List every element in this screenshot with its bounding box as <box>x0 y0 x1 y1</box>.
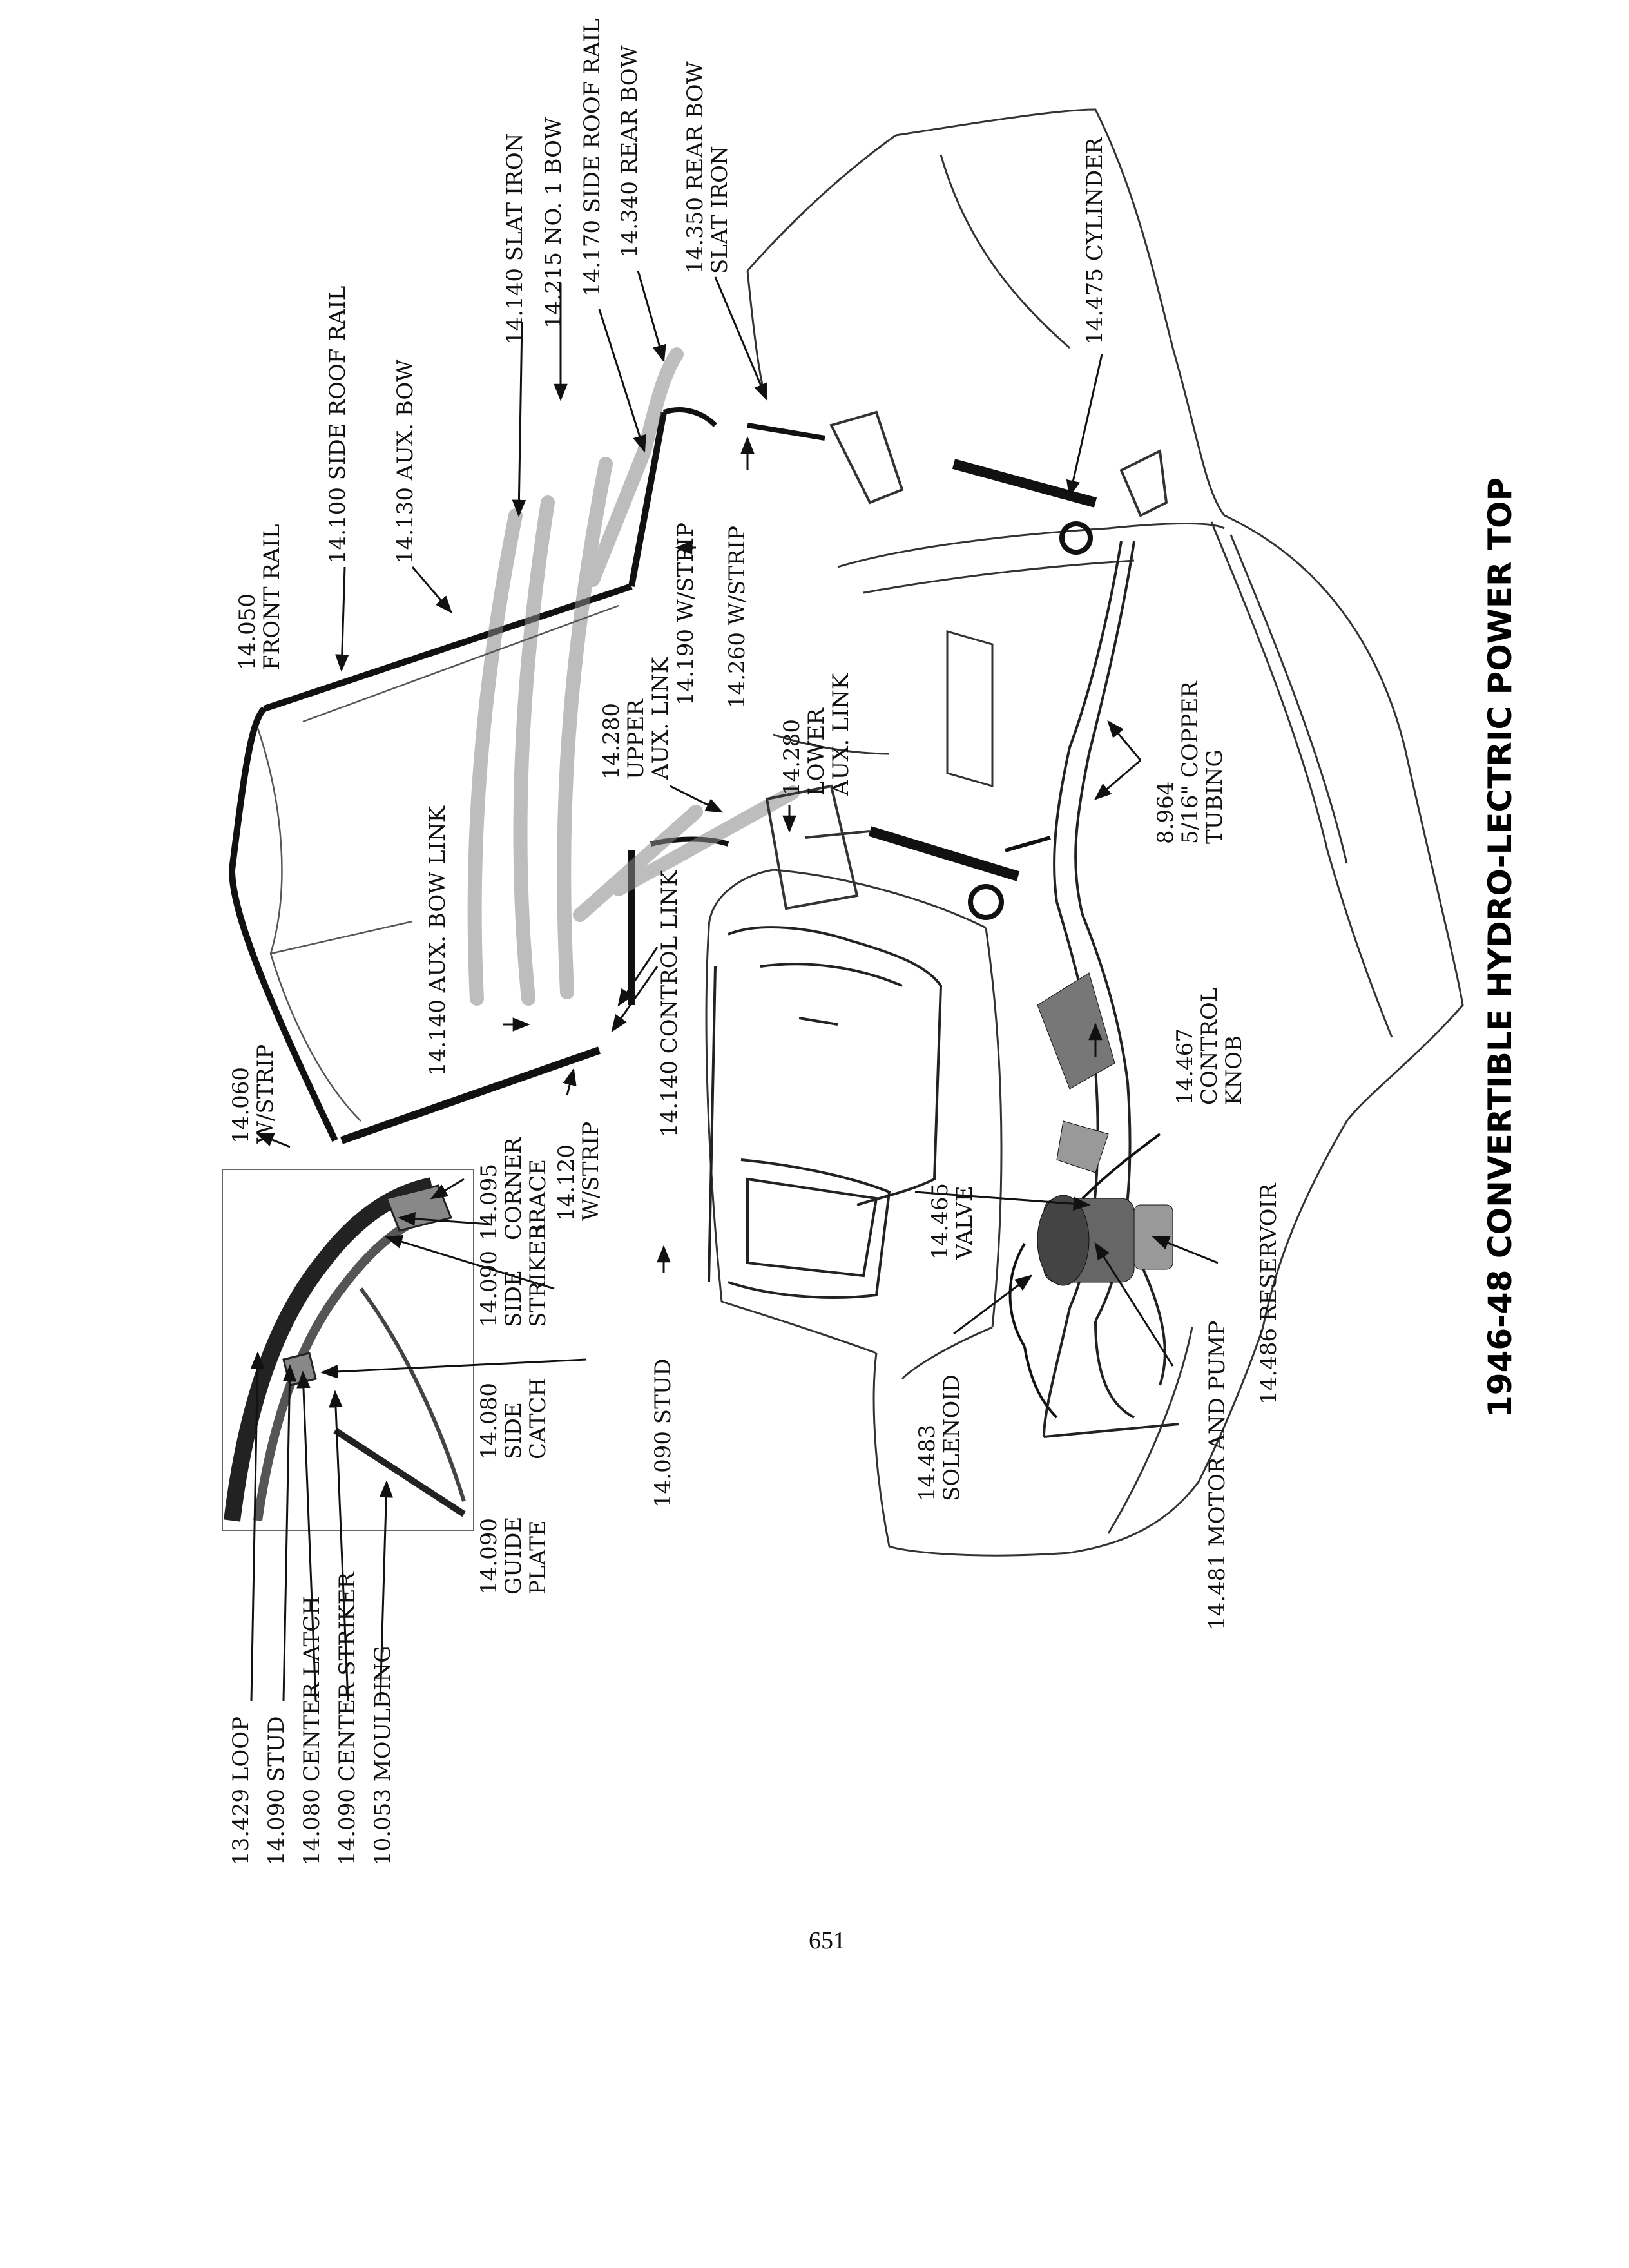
inset-detail <box>222 1169 474 1531</box>
label-stud-inset: 14.090 STUD <box>264 1716 289 1865</box>
label-upper-aux-link: 14.280 UPPER AUX. LINK <box>599 657 673 780</box>
page-number: 651 <box>809 1927 845 1954</box>
label-lower-aux-link: 14.280 LOWER AUX. LINK <box>779 673 854 796</box>
label-wstrip-060: 14.060 W/STRIP <box>228 1044 278 1144</box>
top-frame <box>228 407 825 1144</box>
label-valve: 14.465 VALVE <box>927 1183 978 1260</box>
hinge-brackets <box>765 410 1168 910</box>
label-side-striker: 14.090 SIDE STRIKER <box>476 1224 551 1327</box>
label-wstrip-260: 14.260 W/STRIP <box>724 525 750 709</box>
label-wstrip-190: 14.190 W/STRIP <box>673 522 699 706</box>
label-moulding: 10.053 MOULDING <box>370 1645 396 1865</box>
label-rear-bow: 14.340 REAR BOW <box>617 45 642 258</box>
leader-lines <box>250 270 1219 1702</box>
label-copper-tubing: 8.964 5/16" COPPER TUBING <box>1153 681 1228 844</box>
label-side-catch: 14.080 SIDE CATCH <box>476 1377 551 1459</box>
label-front-rail: 14.050 FRONT RAIL <box>235 524 285 670</box>
label-slat-iron: 14.140 SLAT IRON <box>502 133 528 345</box>
label-center-latch: 14.080 CENTER LATCH <box>299 1596 325 1865</box>
label-wstrip-120: 14.120 W/STRIP <box>554 1121 604 1221</box>
label-guide-plate: 14.090 GUIDE PLATE <box>476 1516 551 1595</box>
hydraulic-unit <box>1008 972 1173 1419</box>
label-no1-bow: 14.215 NO. 1 BOW <box>541 117 566 329</box>
door-window-frame <box>708 926 943 1299</box>
label-stud-090: 14.090 STUD <box>650 1358 676 1508</box>
label-control-knob: 14.467 CONTROL KNOB <box>1172 987 1247 1105</box>
label-side-roof-rail-100: 14.100 SIDE ROOF RAIL <box>325 285 351 564</box>
label-loop: 13.429 LOOP <box>228 1716 254 1865</box>
label-cylinder: 14.475 CYLINDER <box>1082 137 1108 345</box>
label-rear-bow-slat-iron: 14.350 REAR BOW SLAT IRON <box>682 61 733 274</box>
label-center-striker: 14.090 CENTER STRIKER <box>334 1571 360 1865</box>
label-solenoid: 14.483 SOLENOID <box>914 1374 965 1501</box>
label-reservoir: 14.486 RESERVOIR <box>1256 1183 1282 1405</box>
top-frame-shaded <box>467 347 800 1006</box>
label-side-roof-rail-170: 14.170 SIDE ROOF RAIL <box>579 18 605 296</box>
label-control-link: 14.140 CONTROL LINK <box>657 870 682 1137</box>
page-title: 1946-48 CONVERTIBLE HYDRO-LECTRIC POWER … <box>1481 477 1519 1418</box>
label-aux-bow: 14.130 AUX. BOW <box>392 359 418 564</box>
top-fabric-outline <box>256 604 619 1122</box>
car-body-outline <box>705 108 1464 1557</box>
label-aux-bow-link: 14.140 AUX. BOW LINK <box>425 805 450 1076</box>
hydraulic-cylinders <box>868 459 1097 920</box>
label-motor-pump: 14.481 MOTOR AND PUMP <box>1204 1320 1230 1630</box>
